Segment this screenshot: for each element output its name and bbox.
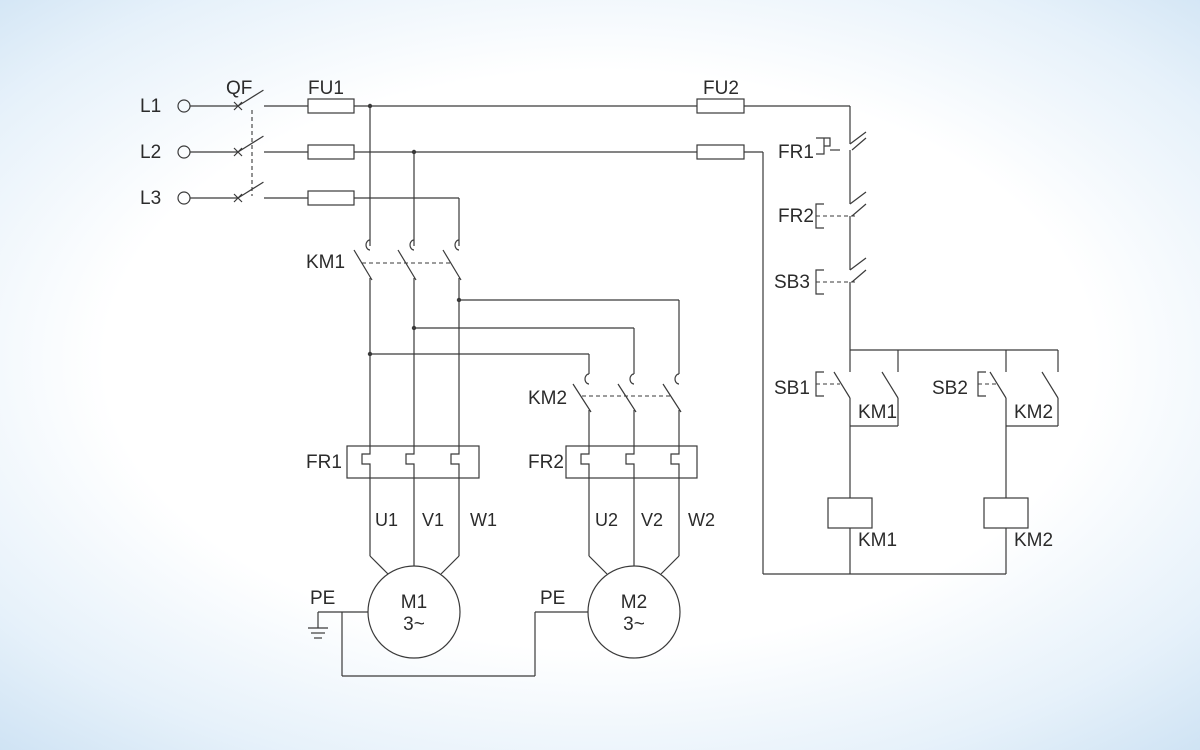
label-m2-phase: 3~ [623, 614, 645, 635]
contactor-km2 [572, 373, 682, 446]
control-chain [815, 131, 867, 350]
contactor-km1 [353, 239, 462, 446]
label-l2: L2 [140, 142, 161, 163]
supply-terminals [177, 99, 238, 205]
label-w2: W2 [688, 510, 715, 530]
label-pe2: PE [540, 588, 565, 609]
label-sb2: SB2 [932, 378, 968, 399]
label-w1: W1 [470, 510, 497, 530]
label-l3: L3 [140, 188, 161, 209]
fuses-fu2 [696, 98, 745, 160]
label-km1-coil: KM1 [858, 530, 897, 551]
label-km1-aux: KM1 [858, 402, 897, 423]
label-fr1-ctrl: FR1 [778, 142, 814, 163]
label-km1-main: KM1 [306, 252, 345, 273]
fuses-fu1 [307, 98, 355, 206]
label-sb1: SB1 [774, 378, 810, 399]
thermal-relay-fr1 [346, 445, 480, 479]
label-fr1-main: FR1 [306, 452, 342, 473]
label-u1: U1 [375, 510, 398, 530]
ground-wiring [308, 611, 588, 677]
thermal-relay-fr2 [565, 445, 698, 479]
label-km2-main: KM2 [528, 388, 567, 409]
diagram-labels: L1 L2 L3 QF FU1 FU2 KM1 KM2 FR1 FR2 U1 V… [140, 78, 1053, 635]
label-m1-phase: 3~ [403, 614, 425, 635]
label-v2: V2 [641, 510, 663, 530]
km2-feed-wiring [367, 297, 680, 374]
power-wiring [354, 103, 851, 574]
label-km2-aux: KM2 [1014, 402, 1053, 423]
label-qf: QF [226, 78, 252, 99]
label-fu2: FU2 [703, 78, 739, 99]
label-u2: U2 [595, 510, 618, 530]
label-fr2-main: FR2 [528, 452, 564, 473]
breaker-qf [233, 89, 308, 203]
label-fr2-ctrl: FR2 [778, 206, 814, 227]
label-km2-coil: KM2 [1014, 530, 1053, 551]
label-l1: L1 [140, 96, 161, 117]
control-branches [763, 349, 1059, 575]
label-m2: M2 [621, 592, 647, 613]
label-pe1: PE [310, 588, 335, 609]
label-sb3: SB3 [774, 272, 810, 293]
label-v1: V1 [422, 510, 444, 530]
label-m1: M1 [401, 592, 427, 613]
label-fu1: FU1 [308, 78, 344, 99]
